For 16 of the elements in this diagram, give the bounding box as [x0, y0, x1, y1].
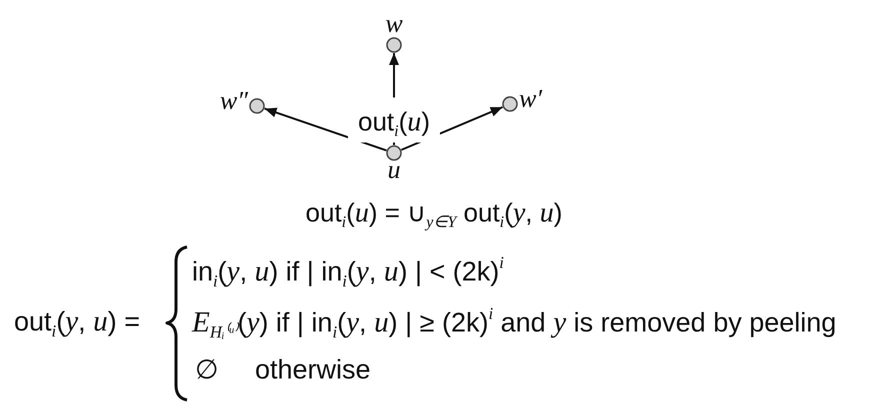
node-label: u	[388, 161, 400, 179]
case-row: E$_{Hᵢ⁽ᵘ⁾}$(y) if | in$_{i}$(y, u) | ≥ (2k)$^{i}$ and y is removed by peeling	[192, 308, 836, 338]
graph-node	[249, 98, 265, 114]
graph-node	[386, 145, 402, 161]
empty-set-symbol: ∅	[195, 354, 219, 386]
equation: out$_{i}$(u) = ∪$_{y∈Y}$ out$_{i}$(y, u)	[306, 198, 562, 228]
node-label: w′	[519, 90, 542, 108]
case-condition: otherwise	[255, 354, 371, 386]
graph-node	[502, 96, 518, 112]
equation-lhs: out$_{i}$(y, u) =	[14, 306, 140, 338]
node-label: w″	[220, 92, 248, 110]
arrow	[264, 108, 387, 152]
set-label: out$_{i}$(u)	[348, 98, 440, 142]
node-label: w	[385, 15, 403, 33]
graph-node	[386, 37, 402, 53]
case-row: in$_{i}$(y, u) if | in$_{i}$(y, u) | < (2k)$^{i}$	[192, 256, 504, 288]
